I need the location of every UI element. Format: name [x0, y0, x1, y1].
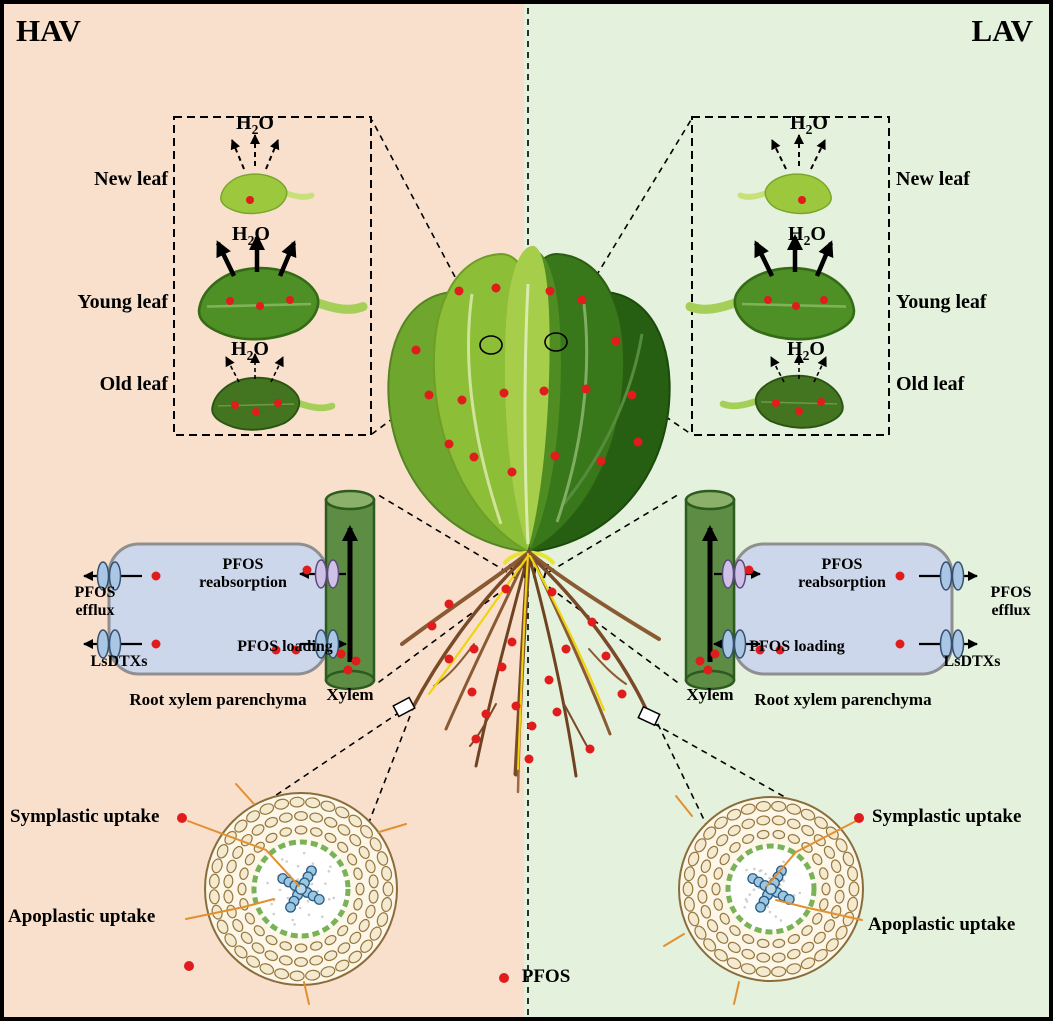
h2o-label: H2O: [790, 112, 828, 137]
h2o-label: H2O: [236, 112, 274, 137]
right-symplastic-label: Symplastic uptake: [872, 806, 1022, 827]
h2o-arrow-icon: [753, 240, 775, 277]
left-reabsorption-label: PFOS reabsorption: [199, 556, 287, 591]
left-new-leaf-label: New leaf: [94, 168, 168, 190]
left-loading-label: PFOS loading: [237, 638, 333, 655]
h2o-arrow-icon: [771, 139, 787, 170]
left-symplastic-label: Symplastic uptake: [10, 806, 160, 827]
pfos-dots-left-panel: [151, 565, 361, 675]
right-reabsorption-label: PFOS reabsorption: [798, 556, 886, 591]
right-apoplastic-label: Apoplastic uptake: [868, 914, 1016, 935]
h2o-arrow-icon: [225, 356, 240, 383]
figure-art: [83, 8, 978, 1017]
right-lsdtxs-label: LsDTXs: [943, 653, 1001, 670]
left-young-leaf-label: Young leaf: [77, 291, 168, 313]
xylem-connectors: [374, 492, 682, 686]
right-xylem-panel: [684, 489, 978, 691]
right-old-leaf-label: Old leaf: [896, 373, 965, 395]
lav-title: LAV: [971, 13, 1033, 48]
h2o-label: H2O: [231, 338, 269, 363]
right-young-leaf-label: Young leaf: [896, 291, 987, 313]
right-young-leaf: [690, 234, 856, 341]
h2o-arrow-icon: [810, 139, 826, 170]
right-new-leaf-label: New leaf: [896, 168, 970, 190]
h2o-arrow-icon: [770, 356, 785, 383]
pfos-dots-leaves: [411, 283, 643, 477]
left-old-leaf: [211, 353, 332, 431]
pfos-dot: [854, 813, 864, 823]
right-new-leaf: [740, 134, 832, 215]
pfos-dots-right-panel: [695, 565, 905, 675]
pfos-legend-label: PFOS: [521, 966, 571, 987]
left-xylem-label: Xylem: [326, 685, 374, 704]
h2o-label: H2O: [788, 223, 826, 248]
pfos-dot: [177, 813, 187, 823]
left-apoplastic-label: Apoplastic uptake: [8, 906, 156, 927]
right-magnifier-circle: [544, 332, 568, 352]
left-old-leaf-label: Old leaf: [99, 373, 168, 395]
pfos-dots-roots: [427, 584, 627, 764]
left-new-leaf: [220, 134, 312, 215]
left-young-leaf: [197, 234, 363, 341]
uptake-guides: [185, 783, 863, 1005]
h2o-label: H2O: [787, 338, 825, 363]
h2o-arrow-icon: [230, 139, 245, 170]
left-magnifier-circle: [479, 335, 503, 355]
left-xylem-panel: [83, 489, 376, 691]
left-efflux-label: PFOS efflux: [74, 584, 116, 619]
right-section-marker: [637, 705, 661, 727]
h2o-arrow-icon: [265, 139, 280, 170]
left-lsdtxs-label: LsDTXs: [90, 653, 148, 670]
right-xylem-label: Xylem: [686, 685, 734, 704]
right-parenchyma-label: Root xylem parenchyma: [754, 690, 932, 709]
lettuce-plant: [387, 245, 671, 554]
right-efflux-label: PFOS efflux: [990, 584, 1032, 619]
right-root-cross-section: [678, 796, 864, 982]
left-leaf-inset-box: [173, 116, 372, 436]
pfos-dot: [184, 961, 194, 971]
right-loading-label: PFOS loading: [749, 638, 845, 655]
h2o-arrow-icon: [814, 240, 834, 277]
left-section-marker: [392, 696, 416, 718]
pfos-legend-dot: [499, 973, 509, 983]
root-system: [392, 549, 661, 794]
left-parenchyma-label: Root xylem parenchyma: [129, 690, 307, 709]
hav-title: HAV: [16, 13, 81, 48]
h2o-label: H2O: [232, 223, 270, 248]
h2o-arrow-icon: [270, 356, 284, 383]
right-leaf-inset-box: [691, 116, 890, 436]
h2o-arrow-icon: [277, 240, 297, 277]
h2o-arrow-icon: [813, 356, 827, 383]
left-root-cross-section: [204, 792, 398, 986]
h2o-arrow-icon: [215, 240, 237, 277]
right-old-leaf: [723, 353, 844, 429]
